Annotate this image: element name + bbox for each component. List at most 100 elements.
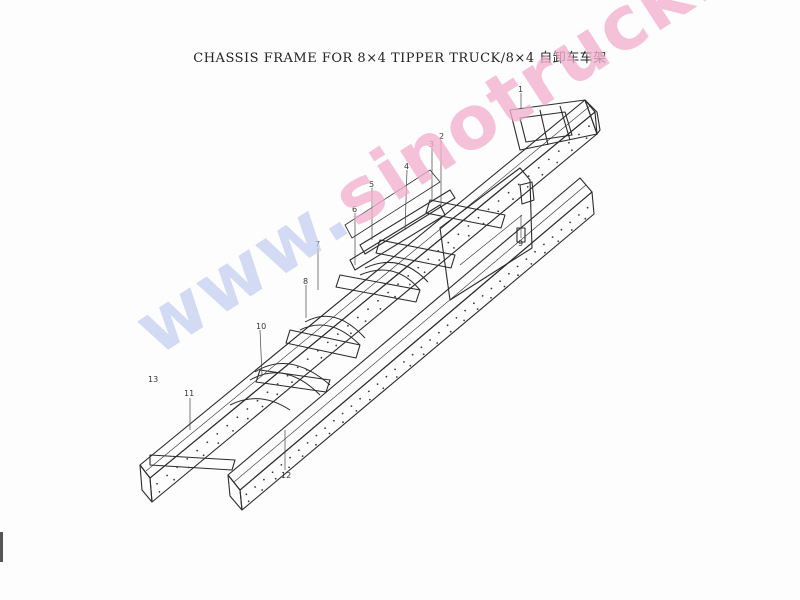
rivet-hole: [467, 234, 470, 237]
rivet-hole: [467, 225, 470, 227]
rivet-hole: [437, 250, 440, 252]
rivet-hole: [544, 251, 546, 254]
rivet-hole: [457, 233, 460, 236]
rivet-hole: [206, 441, 209, 444]
rivet-hole: [481, 295, 484, 297]
rivet-hole: [176, 466, 179, 469]
callout-10: 10: [256, 322, 266, 331]
rivet-hole: [291, 381, 293, 383]
rivet-hole: [350, 405, 353, 407]
rivet-hole: [570, 229, 573, 231]
rivet-hole: [342, 421, 344, 424]
rivet-hole: [395, 376, 398, 378]
rivet-hole: [288, 466, 290, 469]
rivet-hole: [409, 364, 412, 367]
rivet-hole: [449, 330, 452, 333]
rivet-hole: [438, 331, 440, 334]
rivet-hole: [420, 346, 423, 349]
rivet-hole: [271, 471, 274, 474]
rivet-hole: [359, 397, 361, 400]
rivet-hole: [411, 353, 414, 356]
page-title: CHASSIS FRAME FOR 8×4 TIPPER TRUCK/8×4 自…: [193, 51, 607, 66]
rivet-hole: [394, 295, 396, 298]
rivet-hole: [382, 387, 385, 390]
rivet-hole: [499, 280, 501, 283]
rivet-hole: [508, 272, 510, 275]
rivet-hole: [547, 158, 550, 161]
rivet-hole: [350, 332, 352, 335]
rivet-hole: [232, 430, 234, 432]
rivet-hole: [588, 125, 590, 128]
rivet-hole: [254, 486, 256, 488]
rivet-hole: [186, 458, 189, 460]
rivet-hole: [487, 208, 490, 211]
rivet-hole: [369, 398, 371, 401]
rivet-hole: [534, 250, 536, 253]
rivet-hole: [557, 150, 560, 153]
rivet-hole: [517, 274, 519, 277]
callout-numbers: 1 2 3 4 5 6 7 8 9 10 11 12 13: [148, 85, 523, 480]
rivet-hole: [556, 161, 559, 164]
diagonal-braces: [229, 261, 429, 411]
callout-7: 7: [315, 240, 320, 249]
rivet-hole: [584, 217, 587, 220]
rivet-hole: [517, 183, 520, 186]
rivet-hole: [490, 296, 492, 299]
rivet-hole: [376, 383, 379, 385]
rivet-hole: [357, 316, 359, 319]
rivet-hole: [569, 221, 571, 224]
rivet-hole: [226, 424, 229, 427]
rivet-hole: [446, 324, 449, 327]
callout-9: 9: [518, 239, 523, 248]
rivet-hole: [347, 324, 349, 327]
rivet-hole: [417, 266, 420, 269]
rivet-hole: [525, 258, 528, 260]
rivet-hole: [422, 353, 425, 356]
rivet-hole: [585, 137, 588, 140]
callout-12: 12: [281, 471, 291, 480]
rivet-hole: [296, 366, 299, 369]
rivet-hole: [276, 393, 279, 396]
rivet-hole: [447, 241, 450, 244]
rivet-hole: [173, 478, 176, 481]
rivet-hole: [276, 383, 279, 385]
rivet-hole: [453, 247, 455, 249]
rivet-hole: [280, 464, 283, 466]
rivet-hole: [187, 466, 190, 469]
rivet-hole: [397, 283, 399, 286]
rivet-hole: [324, 427, 326, 430]
rivet-hole: [473, 302, 475, 305]
rivet-hole: [245, 493, 248, 496]
rivet-hole: [455, 317, 458, 319]
rivet-hole: [236, 416, 239, 419]
front-end-structure: [509, 99, 601, 151]
callout-2: 2: [439, 132, 444, 141]
rivet-hole: [586, 206, 589, 209]
rivet-hole: [289, 456, 291, 459]
rivet-hole: [464, 309, 466, 312]
callout-13: 13: [148, 375, 158, 384]
rivet-hole: [377, 299, 379, 302]
rivet-hole: [512, 198, 514, 201]
rivet-hole: [407, 275, 410, 277]
rivet-hole: [543, 243, 545, 246]
rivet-hole: [427, 258, 430, 261]
rivet-hole: [274, 477, 277, 480]
rivet-hole: [247, 500, 250, 503]
rivet-hole: [246, 408, 249, 410]
rivet-hole: [516, 265, 519, 268]
rivet-hole: [156, 482, 158, 485]
rivet-hole: [541, 173, 544, 176]
rivet-hole: [341, 412, 344, 415]
rivet-hole: [423, 271, 426, 274]
rivet-hole: [263, 478, 265, 481]
rivet-hole: [367, 308, 369, 311]
callout-3: 3: [429, 140, 434, 149]
rivet-hole: [298, 449, 300, 452]
rivet-hole: [530, 263, 533, 265]
rivet-hole: [578, 214, 580, 216]
rivet-hole: [482, 222, 485, 225]
reinforcement-plates: [439, 167, 535, 301]
rivet-hole: [379, 308, 382, 310]
